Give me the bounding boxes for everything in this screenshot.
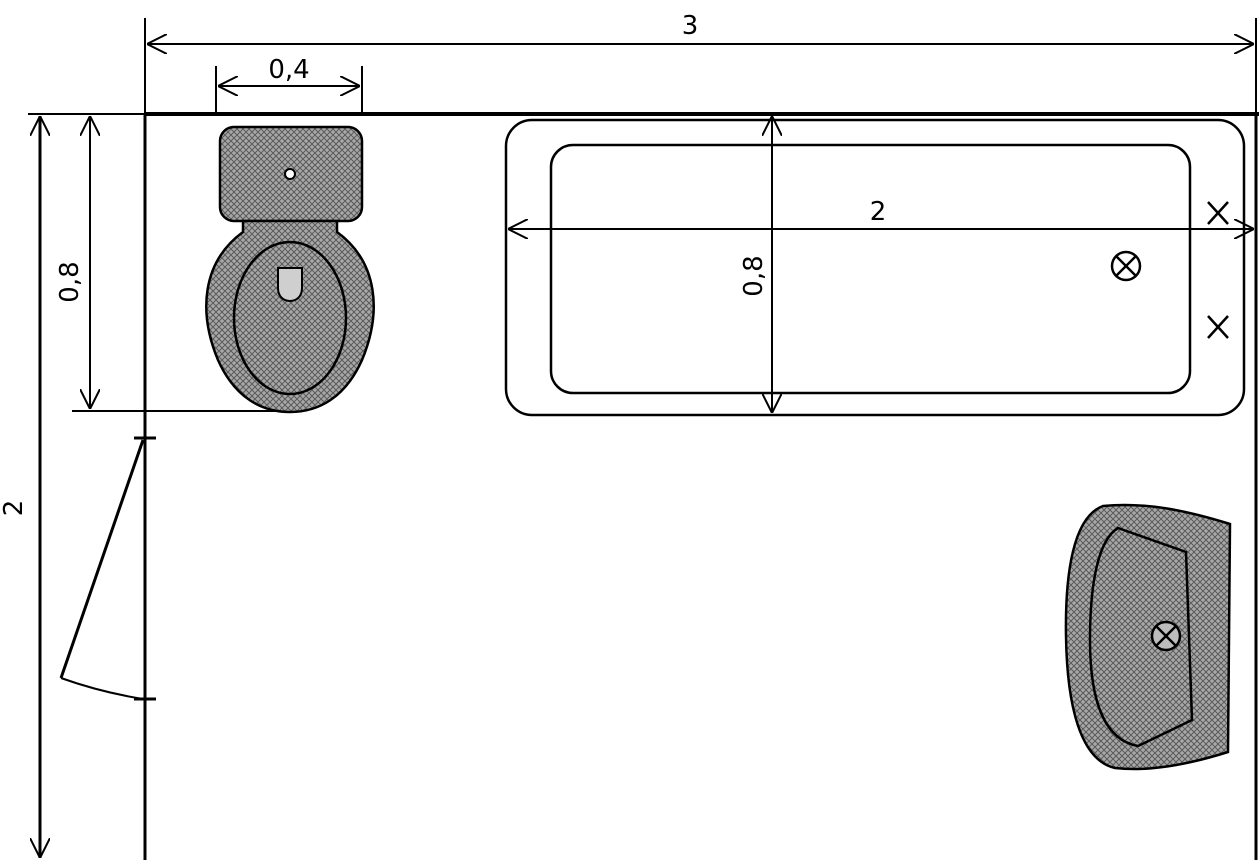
toilet-seat [232, 240, 348, 396]
toilet-depth-label: 0,8 [55, 261, 85, 302]
bathtub-inner [549, 143, 1192, 395]
sink-basin-inner [1088, 526, 1194, 748]
bathtub: 2 0,8 [504, 116, 1254, 417]
door-leaf [59, 439, 145, 679]
toilet-width-label: 0,4 [268, 55, 309, 85]
room-walls [143, 112, 1259, 860]
toilet-width-dimension: 0,4 [215, 55, 363, 114]
bathtub-outer [504, 118, 1246, 417]
bathtub-length-label: 2 [870, 197, 887, 227]
room-width-label: 3 [682, 11, 699, 41]
room-depth-dimension: 2 [0, 113, 145, 858]
flush-button-icon [284, 168, 296, 180]
toilet [205, 125, 375, 414]
room-width-dimension: 3 [144, 11, 1257, 114]
door-swing-arc [60, 677, 144, 700]
toilet-bowl [205, 219, 375, 414]
bathtub-width-label: 0,8 [739, 255, 769, 296]
door [59, 436, 156, 701]
toilet-depth-dimension: 0,8 [55, 116, 290, 412]
sink [1064, 503, 1232, 771]
drain-icon [277, 267, 303, 303]
sink-drain-icon [1150, 620, 1182, 652]
tub-drain-icon [1110, 250, 1142, 282]
room-depth-label: 2 [0, 500, 29, 517]
faucet-cross-icon [1207, 315, 1229, 339]
